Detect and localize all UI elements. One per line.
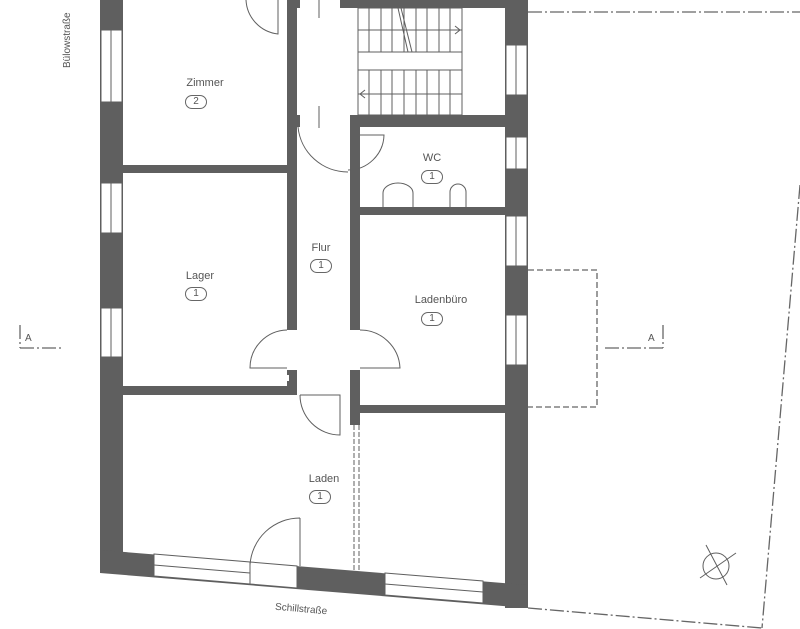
door-laden: [299, 394, 341, 436]
door-wc: [347, 134, 385, 171]
door-entrance: [249, 517, 301, 566]
room-number-lager: 1: [185, 287, 207, 301]
wall-zimmer-lager: [123, 165, 289, 173]
property-line-east: [761, 184, 800, 629]
stair-arrow-up-icon: [395, 25, 461, 35]
toilet-icon: [382, 182, 414, 207]
wall-stair-south: [350, 115, 510, 127]
entrance-door-opening: [249, 561, 298, 589]
wall-flur-east: [350, 127, 360, 330]
room-label-flur: Flur: [311, 242, 331, 254]
wall-lager-laden: [123, 386, 297, 395]
room-number-laden: 1: [309, 490, 331, 504]
street-label-west: Bülowstraße: [62, 12, 73, 68]
west-wall: [100, 0, 123, 573]
section-line-left: [19, 325, 62, 349]
section-mark-right: A: [648, 333, 655, 344]
room-number-wc: 1: [421, 170, 443, 184]
room-number-zimmer: 2: [185, 95, 207, 109]
room-label-wc: WC: [422, 152, 442, 164]
wall-stair-north: [340, 0, 510, 8]
wall-buero-south: [360, 405, 505, 413]
stair-arrow-down-icon: [359, 89, 420, 99]
room-label-zimmer: Zimmer: [186, 77, 224, 89]
room-number-ladenbuero: 1: [421, 312, 443, 326]
door-stair: [297, 126, 349, 173]
balcony-outline: [528, 269, 598, 408]
sink-icon: [449, 183, 467, 207]
door-ladenbuero: [359, 329, 401, 369]
section-line-right: [605, 325, 664, 349]
north-arrow-icon: [699, 544, 737, 586]
room-label-laden: Laden: [308, 473, 340, 485]
wall-flur-west: [287, 0, 297, 330]
door-lager: [249, 329, 288, 369]
room-label-lager: Lager: [185, 270, 215, 282]
door-zimmer: [245, 0, 279, 35]
wall-wc-buero: [360, 207, 505, 215]
staircase: [318, 0, 463, 128]
room-number-flur: 1: [310, 259, 332, 273]
room-label-ladenbuero: Ladenbüro: [414, 294, 468, 306]
section-mark-left: A: [25, 333, 32, 344]
property-line-south: [527, 607, 763, 629]
